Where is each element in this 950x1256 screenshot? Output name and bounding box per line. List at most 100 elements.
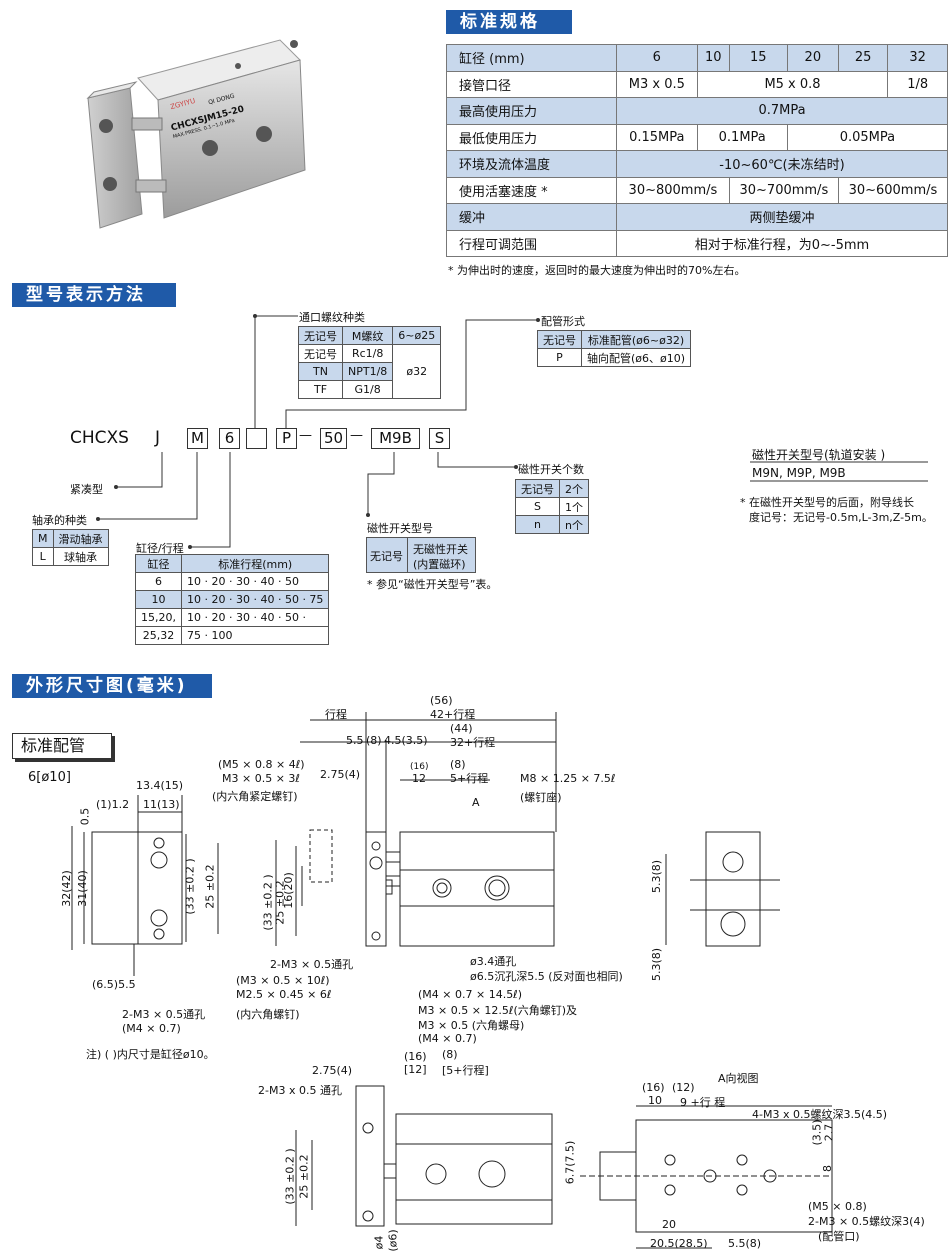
a-view-title: A向视图 xyxy=(718,1072,759,1085)
dim-6-5: (6.5)5.5 xyxy=(92,978,136,991)
view-a-arrow: A xyxy=(472,796,480,809)
dim-m5c: (内六角紧定螺钉) xyxy=(212,790,298,803)
dim-b-4: ø4 xyxy=(372,1235,386,1250)
dim-5-3a: 5.3(8) xyxy=(650,859,664,894)
dim-12: 12 xyxy=(412,772,426,785)
dim-m4: (M4 × 0.7) xyxy=(122,1022,181,1035)
bore-title: 缸径/行程 xyxy=(136,542,184,555)
model-bore-box: 6 xyxy=(219,428,240,449)
dim-5-3b: 5.3(8) xyxy=(650,947,664,982)
dim-32s: 32+行程 xyxy=(450,736,496,749)
std-piping-label: 标准配管 xyxy=(12,733,112,759)
dim-42: 42+行程 xyxy=(430,708,476,721)
model-piping-box: P xyxy=(276,428,297,449)
switch-table: 无记号 无磁性开关 (内置磁环) xyxy=(366,537,476,573)
model-title: 型号表示方法 xyxy=(12,283,176,307)
a-dim-m5: (M5 × 0.8) xyxy=(808,1200,867,1213)
dim-5-5: 5.5 xyxy=(346,734,364,747)
dim-1-2: (1)1.2 xyxy=(96,798,130,811)
dim-8b: (8) xyxy=(450,758,466,771)
spec-row-cushion: 缓冲两侧垫缓冲 xyxy=(446,203,948,231)
a-dim-20: 20 xyxy=(662,1218,676,1231)
dim-d34: ø3.4通孔 xyxy=(470,955,517,968)
dim-b-25: 25 ±0.2 xyxy=(297,1154,311,1199)
a-dim-6-7: 6.7(7.5) xyxy=(563,1140,577,1185)
dim-31: 31(40) xyxy=(75,870,89,907)
model-bearing-box: M xyxy=(187,428,208,449)
dim-m8a: M8 × 1.25 × 7.5ℓ xyxy=(520,772,616,785)
spec-note: * 为伸出时的速度，返回时的最大速度为伸出时的70%左右。 xyxy=(448,264,746,277)
dim-b-33: (33 ±0.2 ) xyxy=(283,1148,297,1205)
compact-label: 紧凑型 xyxy=(70,483,103,496)
dim-b-m3: 2-M3 x 0.5 通孔 xyxy=(258,1084,342,1097)
model-dash-1: — xyxy=(299,428,312,443)
dim-m3bolt: (M3 × 0.5 × 10ℓ) xyxy=(236,974,330,987)
rail-title: 磁性开关型号(轨道安装 ) xyxy=(752,448,886,462)
dim-m4b: M3 × 0.5 × 12.5ℓ(六角螺钉)及 xyxy=(418,1004,578,1017)
spec-title: 标准规格 xyxy=(446,10,572,34)
a-dim-20-5: 20.5(28.5) xyxy=(650,1237,708,1250)
dim-b-5: [5+行程] xyxy=(442,1064,489,1077)
dim-m25: M2.5 × 0.45 × 6ℓ xyxy=(236,988,332,1001)
a-dim-10: 10 xyxy=(648,1094,662,1107)
count-title: 磁性开关个数 xyxy=(518,463,584,476)
rail-note-2: 度记号：无记号-0.5m,L-3m,Z-5m。 xyxy=(749,511,933,524)
dim-m4c: M3 × 0.5 (六角螺母) xyxy=(418,1019,525,1032)
dim-33: (33 ±0.2 ) xyxy=(183,858,197,915)
a-dim-12: (12) xyxy=(672,1081,695,1094)
spec-row-temp: 环境及流体温度-10~60℃(未冻结时) xyxy=(446,150,948,178)
dim-13-4: 13.4(15) xyxy=(136,779,184,792)
port-thread-title: 通口螺纹种类 xyxy=(299,311,365,324)
model-count-box: S xyxy=(429,428,450,449)
dim-4-5: 4.5(3.5) xyxy=(384,734,428,747)
dim-m5b: M3 × 0.5 × 3ℓ xyxy=(222,772,300,785)
dim-b-2-75: 2.75(4) xyxy=(312,1064,353,1077)
dim-0-5: 0.5 xyxy=(78,807,92,826)
model-type: J xyxy=(155,428,161,448)
dim-2-75: 2.75(4) xyxy=(320,768,361,781)
size-label: 6[ø10] xyxy=(28,770,71,785)
switch-title: 磁性开关型号 xyxy=(367,522,433,535)
a-dim-16: (16) xyxy=(642,1081,665,1094)
dim-m3-hole: 2-M3 × 0.5通孔 xyxy=(122,1008,206,1021)
dim-8: (8) xyxy=(366,734,382,747)
dim-m8b: (螺钉座) xyxy=(520,791,562,804)
model-switch-box: M9B xyxy=(371,428,420,449)
dims-title: 外形尺寸图(毫米) xyxy=(12,674,212,698)
rail-models: M9N, M9P, M9B xyxy=(752,466,846,480)
dim-m4d: (M4 × 0.7) xyxy=(418,1032,477,1045)
dim-b-6: (ø6) xyxy=(386,1229,400,1252)
dims-footnote: 注) ( )内尺寸是缸径ø10。 xyxy=(86,1048,215,1061)
rail-note-1: * 在磁性开关型号的后面，附导线长 xyxy=(740,496,914,509)
model-dash-2: — xyxy=(350,428,363,443)
product-image: ZGYIYU QI DONG CHCXSJM15-20 MAX.PRESS. 0… xyxy=(80,30,380,250)
dim-32: 32(42) xyxy=(59,870,73,907)
dim-44: (44) xyxy=(450,722,473,735)
switch-note: * 参见“磁性开关型号”表。 xyxy=(367,578,498,591)
a-dim-5-5: 5.5(8) xyxy=(728,1237,762,1250)
piping-title: 配管形式 xyxy=(541,315,585,328)
bearing-title: 轴承的种类 xyxy=(32,514,87,527)
dim-m4a: (M4 × 0.7 × 14.5ℓ) xyxy=(418,988,523,1001)
dim-m5a: (M5 × 0.8 × 4ℓ) xyxy=(218,758,305,771)
dim-d65c: ø6.5沉孔深5.5 (反对面也相同) xyxy=(470,970,623,983)
dim-56: (56) xyxy=(430,694,453,707)
dim-b-12: [12] xyxy=(404,1063,427,1076)
a-dim-pipe: (配管口) xyxy=(818,1230,860,1243)
a-dim-4m3: 4-M3 x 0.5螺纹深3.5(4.5) xyxy=(752,1108,888,1121)
spec-row-adjust: 行程可调范围相对于标准行程，为0~-5mm xyxy=(446,229,948,257)
dim-5s: 5+行程 xyxy=(450,772,489,785)
dim-25: 25 ±0.2 xyxy=(203,864,217,909)
model-thread-box xyxy=(246,428,267,449)
a-dim-8: 8 xyxy=(821,1165,834,1172)
dim-hex: (内六角螺钉) xyxy=(236,1008,300,1021)
